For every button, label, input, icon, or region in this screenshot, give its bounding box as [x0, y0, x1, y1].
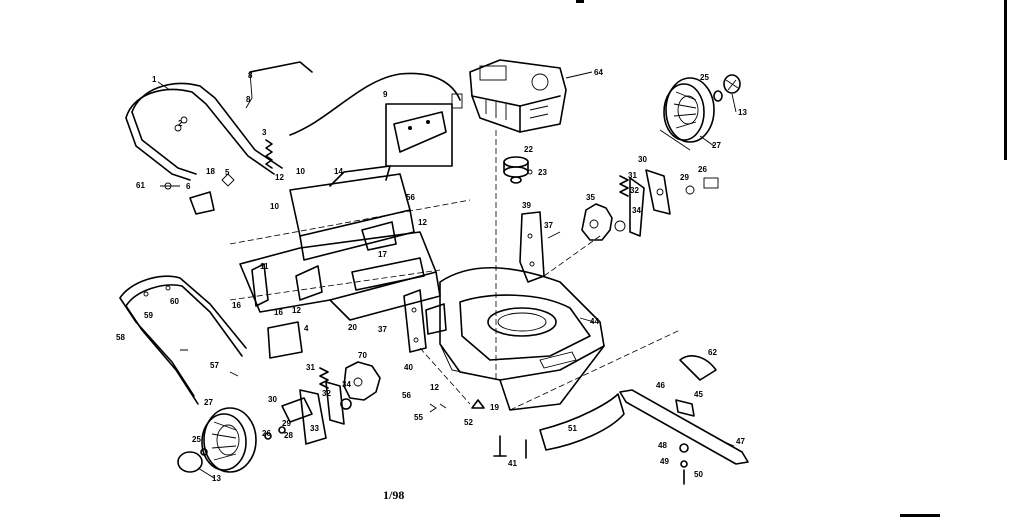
callout: 56: [402, 391, 411, 400]
callout: 27: [204, 398, 213, 407]
callout: 39: [522, 201, 531, 210]
callout: 3: [262, 128, 267, 137]
callout: 48: [658, 441, 667, 450]
bracket-40: [403, 289, 471, 405]
spring-3: [265, 139, 273, 169]
callout: 32: [630, 186, 639, 195]
lower-handle: [119, 275, 247, 405]
callout: 50: [694, 470, 703, 479]
callout: 16: [232, 301, 241, 310]
callout: 34: [342, 380, 351, 389]
callout: 52: [464, 418, 473, 427]
edge-mark: [900, 514, 940, 517]
callout: 2: [178, 119, 183, 128]
callout: 27: [712, 141, 721, 150]
callout: 49: [660, 457, 669, 466]
callout: 47: [736, 437, 745, 446]
callout: 17: [378, 250, 387, 259]
control-bracket: [229, 165, 471, 321]
callout: 56: [406, 193, 415, 202]
callout: 8: [246, 95, 251, 104]
callout: 1: [152, 75, 157, 84]
callout: 12: [418, 218, 427, 227]
callout: 55: [414, 413, 423, 422]
callout: 14: [334, 167, 343, 176]
callout: 12: [275, 173, 284, 182]
leader-lines: [157, 71, 737, 479]
callout: 28: [284, 431, 293, 440]
callout: 16: [274, 308, 283, 317]
deflector: [509, 329, 681, 451]
callout: 30: [268, 395, 277, 404]
edge-mark: [576, 0, 584, 3]
hardware-small: [160, 173, 239, 377]
callout: 29: [282, 419, 291, 428]
callout: 19: [490, 403, 499, 412]
blade: [619, 355, 749, 485]
callout: 9: [383, 90, 388, 99]
fasteners: [429, 399, 527, 459]
callout: 5: [225, 168, 230, 177]
callout: 12: [430, 383, 439, 392]
callout: 6: [186, 182, 191, 191]
callout: 51: [568, 424, 577, 433]
callout: 12: [292, 306, 301, 315]
callout: 35: [586, 193, 595, 202]
callout: 64: [594, 68, 603, 77]
callout: 26: [262, 429, 271, 438]
callout: 25: [192, 435, 201, 444]
callout: 30: [638, 155, 647, 164]
diagram-code: 1/98: [383, 488, 404, 502]
callout: 70: [358, 351, 367, 360]
callout: 58: [116, 333, 125, 342]
callout: 45: [694, 390, 703, 399]
callout: 13: [212, 474, 221, 483]
rear-flap: [267, 321, 303, 359]
bracket-39: [519, 211, 601, 283]
callout: 41: [508, 459, 517, 468]
callout: 37: [378, 325, 387, 334]
engine: [469, 59, 567, 380]
callout-labels: 1 2 3 4 5 6 8 9 10 10 11 12 12 12 12 13 …: [116, 68, 747, 483]
height-adjuster-lower: [281, 361, 381, 445]
callout: 8: [248, 71, 253, 80]
callout: 22: [524, 145, 533, 154]
callout: 26: [698, 165, 707, 174]
height-adjuster-upper: [581, 169, 719, 241]
callout: 34: [632, 206, 641, 215]
wheel-upper: [659, 74, 741, 151]
callout: 37: [544, 221, 553, 230]
callout: 44: [590, 317, 599, 326]
pulley: [503, 156, 533, 184]
wheel-lower: [177, 407, 286, 473]
callout: 60: [170, 297, 179, 306]
callout: 25: [700, 73, 709, 82]
callout: 33: [310, 424, 319, 433]
callout: 32: [322, 389, 331, 398]
upper-handle: [125, 82, 283, 181]
callout: 46: [656, 381, 665, 390]
callout: 31: [306, 363, 315, 372]
callout: 13: [738, 108, 747, 117]
callout: 18: [206, 167, 215, 176]
callout: 4: [304, 324, 309, 333]
callout: 40: [404, 363, 413, 372]
mower-deck: [439, 266, 605, 411]
decal-panel: [385, 103, 453, 167]
callout: 61: [136, 181, 145, 190]
callout: 23: [538, 168, 547, 177]
callout: 10: [296, 167, 305, 176]
callout: 57: [210, 361, 219, 370]
callout: 10: [270, 202, 279, 211]
callout: 29: [680, 173, 689, 182]
edge-mark: [1004, 0, 1007, 160]
callout: 31: [628, 171, 637, 180]
callout: 62: [708, 348, 717, 357]
callout: 20: [348, 323, 357, 332]
callout: 59: [144, 311, 153, 320]
control-cable: [245, 61, 463, 136]
callout: 11: [260, 262, 269, 271]
